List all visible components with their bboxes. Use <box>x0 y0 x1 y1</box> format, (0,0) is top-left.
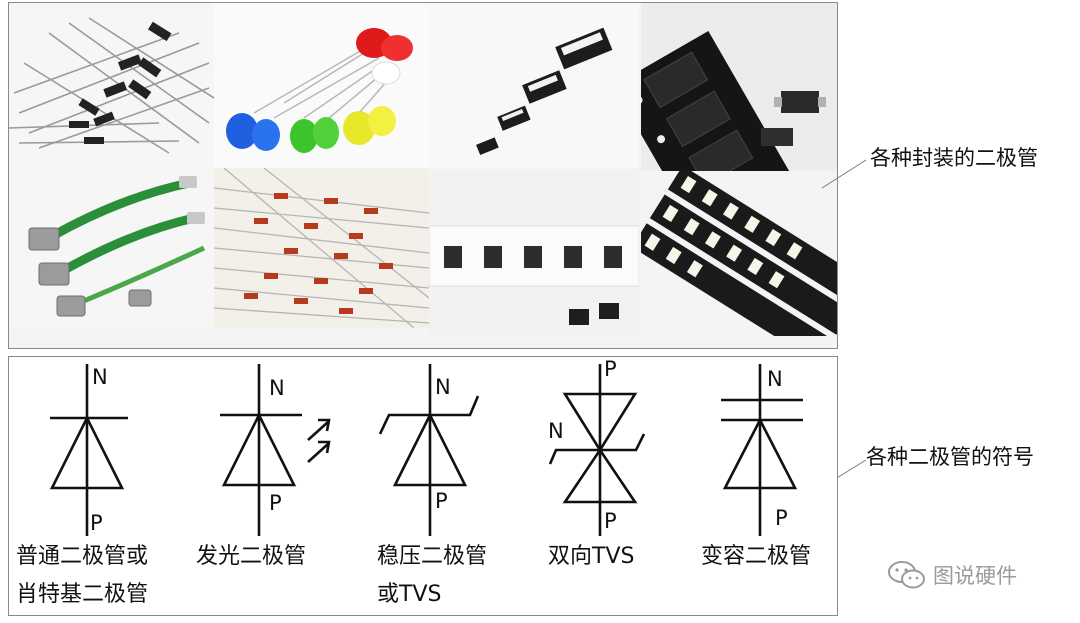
smd-tape-white-photo <box>429 171 639 336</box>
led-label: 发光二极管 <box>196 544 307 569</box>
varactor-anode-letter: P <box>775 506 788 530</box>
standard-anode-letter: P <box>90 511 103 535</box>
zener-cathode-letter: N <box>435 375 451 399</box>
smd-chip-diodes-photo <box>429 3 639 168</box>
stud-diodes-photo <box>9 168 214 328</box>
standard-diode-symbol: N P <box>40 360 150 540</box>
led-anode-letter: P <box>269 491 282 515</box>
smb-tape-photo <box>641 3 837 171</box>
zener-anode-letter: P <box>435 489 448 513</box>
led-cathode-letter: N <box>269 376 285 400</box>
standard-cathode-letter: N <box>92 365 108 389</box>
varactor-cathode-letter: N <box>767 367 783 391</box>
watermark: 图说硬件 <box>887 557 1017 593</box>
bidirectional-tvs-symbol: P N P <box>540 360 660 540</box>
watermark-text: 图说硬件 <box>933 564 1017 588</box>
packages-callout: 各种封装的二极管 <box>870 146 1038 170</box>
symbols-callout: 各种二极管的符号 <box>866 445 1034 469</box>
tvs-cathode-letter: N <box>548 419 564 443</box>
diode-packages-photo-panel <box>8 2 838 349</box>
bidirectional-tvs-label: 双向TVS <box>548 544 635 569</box>
wechat-icon <box>887 560 927 590</box>
varactor-diode-label: 变容二极管 <box>701 544 812 569</box>
zener-diode-label: 稳压二极管 或TVS <box>377 544 488 607</box>
smd-led-tape-photo <box>641 171 837 336</box>
zener-diode-symbol: N P <box>375 360 505 540</box>
tvs-bottom-letter: P <box>604 509 617 533</box>
varactor-diode-symbol: N P <box>715 360 825 540</box>
led-photo <box>214 3 429 168</box>
tvs-top-letter: P <box>604 360 617 381</box>
glass-zener-diodes-photo <box>214 168 429 328</box>
standard-diode-label: 普通二极管或 肖特基二极管 <box>16 544 149 607</box>
axial-diodes-photo <box>9 3 214 168</box>
led-symbol: N P <box>212 360 342 540</box>
